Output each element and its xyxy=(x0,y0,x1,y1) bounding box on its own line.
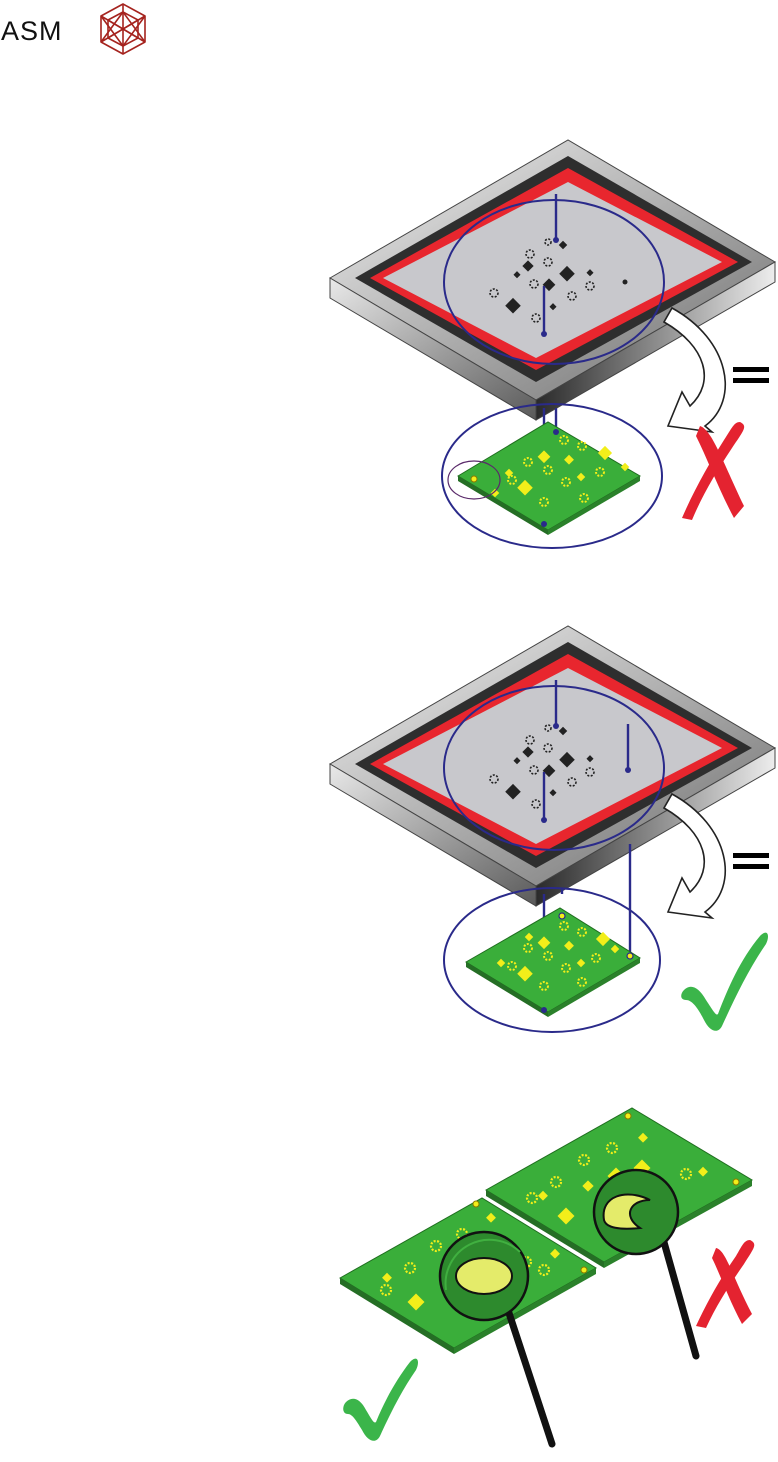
equals-icon xyxy=(733,364,769,386)
misaligned-stencil-board xyxy=(0,130,778,560)
red-cross-icon xyxy=(682,422,744,520)
scene-2-illustration xyxy=(0,616,778,1036)
pcb-board xyxy=(458,422,640,535)
green-check-icon xyxy=(343,1359,418,1441)
red-cross-icon xyxy=(696,1240,754,1328)
transfer-arrow xyxy=(664,308,725,432)
aligned-stencil-board xyxy=(0,616,778,1036)
equals-icon xyxy=(733,850,769,872)
transfer-arrow xyxy=(664,794,725,918)
logo-text: ASM xyxy=(1,18,63,45)
scene-1-illustration xyxy=(0,130,778,560)
pcb-board xyxy=(466,908,640,1017)
scene-3-illustration xyxy=(0,1100,778,1462)
asm-crystal-logo-icon xyxy=(94,2,152,56)
header: ASM xyxy=(0,0,200,70)
print-inspection-magnifiers xyxy=(0,1100,778,1462)
green-check-icon xyxy=(681,933,768,1031)
